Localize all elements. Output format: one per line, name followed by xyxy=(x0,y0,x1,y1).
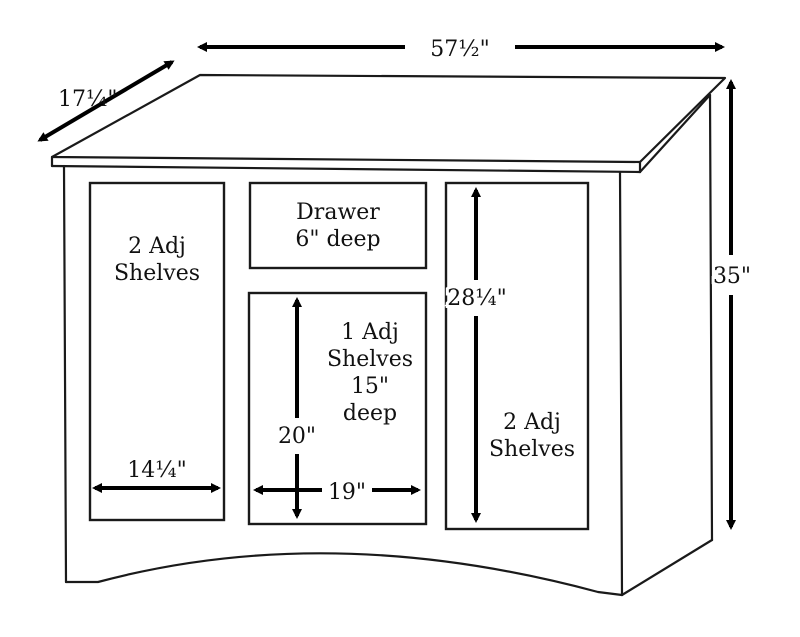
left-section-label: 2 Adj Shelves xyxy=(114,234,200,286)
right-section-line2: Shelves xyxy=(489,437,575,462)
height-label: 35" xyxy=(713,264,751,289)
depth-label: 17¼" xyxy=(58,87,117,112)
door-height-label: 20" xyxy=(278,424,316,449)
side-section-height-label: 28¼" xyxy=(447,286,506,311)
depth-arrow xyxy=(37,60,175,142)
center-line3: 15" xyxy=(351,374,389,399)
door-width-label: 19" xyxy=(328,480,366,505)
left-section-line1: 2 Adj xyxy=(128,234,186,259)
left-door-panel xyxy=(88,181,226,522)
center-line4: deep xyxy=(343,401,397,426)
right-section-line1: 2 Adj xyxy=(503,410,561,435)
width-label: 57½" xyxy=(430,37,489,62)
right-door-panel xyxy=(444,181,590,531)
center-line2: Shelves xyxy=(327,347,413,372)
left-section-line2: Shelves xyxy=(114,261,200,286)
center-section-label: 1 Adj Shelves 15" deep xyxy=(327,320,413,426)
drawer-panel xyxy=(248,181,428,270)
right-section-label: 2 Adj Shelves xyxy=(489,410,575,462)
drawer-line2: 6" deep xyxy=(295,227,380,252)
drawer-line1: Drawer xyxy=(296,200,380,225)
center-line1: 1 Adj xyxy=(341,320,399,345)
left-section-width-label: 14¼" xyxy=(127,458,186,483)
drawer-label: Drawer 6" deep xyxy=(295,200,380,252)
center-door-panel xyxy=(247,291,428,526)
